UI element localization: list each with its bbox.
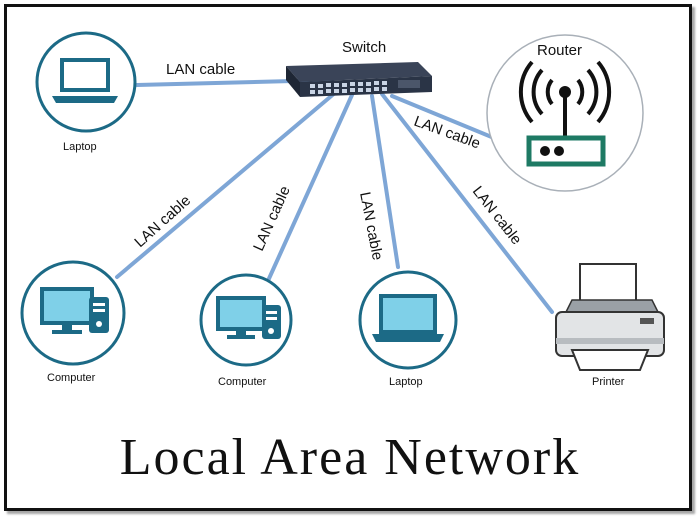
cable-label-laptop-top: LAN cable (166, 61, 235, 78)
laptop-bottom-label: Laptop (389, 376, 423, 388)
computer-mid-icon (199, 273, 293, 367)
switch-icon (286, 62, 432, 97)
diagram-title: Local Area Network (119, 429, 581, 486)
laptop-top-icon (35, 31, 137, 133)
cable-label-computer-mid: LAN cable (250, 183, 294, 253)
printer-icon (555, 263, 665, 371)
laptop-top-label: Laptop (63, 141, 97, 153)
cable-computer-mid (265, 93, 354, 285)
printer-label: Printer (592, 376, 625, 388)
cable-laptop-bottom (370, 94, 400, 269)
laptop-bottom-icon (358, 270, 458, 370)
cable-printer (380, 92, 554, 314)
computer-mid-label: Computer (218, 376, 267, 388)
computer-left-icon (20, 260, 126, 366)
router-icon (486, 34, 644, 192)
switch-label: Switch (342, 39, 386, 56)
cable-computer-left (115, 90, 338, 279)
router-label: Router (537, 42, 582, 59)
cable-label-laptop-bottom: LAN cable (356, 191, 386, 262)
computer-left-label: Computer (47, 372, 96, 384)
